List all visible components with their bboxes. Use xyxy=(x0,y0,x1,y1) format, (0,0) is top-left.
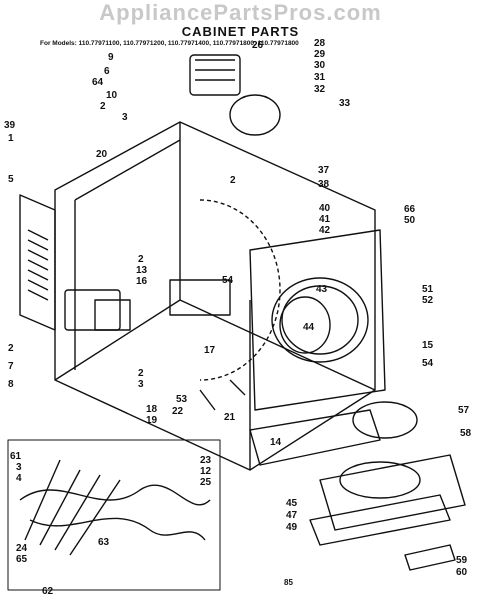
watermark: AppliancePartsPros.com xyxy=(99,0,382,25)
callout-label: 16 xyxy=(136,276,148,287)
callout-label: 30 xyxy=(314,60,326,71)
callout-label: 54 xyxy=(222,275,234,286)
callout-label: 15 xyxy=(422,340,434,351)
callout-label: 2 xyxy=(230,175,236,186)
callout-label: 3 xyxy=(138,379,144,390)
callout-label: 17 xyxy=(204,345,216,356)
base-assembly xyxy=(309,454,466,571)
callout-label: 66 xyxy=(404,204,416,215)
toe-panel xyxy=(249,409,381,466)
callout-label: 14 xyxy=(270,437,282,448)
callout-labels: 9 6 64 26 28 29 30 31 32 33 10 2 3 39 1 … xyxy=(4,38,472,597)
internal-components xyxy=(64,279,246,411)
drum-outline xyxy=(199,199,281,381)
callout-label: 13 xyxy=(136,265,148,276)
callout-label: 1 xyxy=(8,133,14,144)
side-panel xyxy=(19,194,56,331)
callout-label: 12 xyxy=(200,466,212,477)
callout-label: 18 xyxy=(146,404,158,415)
callout-label: 5 xyxy=(8,174,14,185)
callout-label: 38 xyxy=(318,179,330,190)
callout-label: 4 xyxy=(16,473,22,484)
callout-label: 45 xyxy=(286,498,298,509)
front-panel xyxy=(249,229,386,411)
callout-label: 47 xyxy=(286,510,298,521)
callout-label: 62 xyxy=(42,586,54,597)
callout-label: 19 xyxy=(146,415,158,426)
callout-label: 6 xyxy=(104,66,110,77)
wiring-harness xyxy=(7,439,221,591)
callout-label: 37 xyxy=(318,165,330,176)
callout-label: 21 xyxy=(224,412,236,423)
cabinet-shell xyxy=(54,121,376,471)
callout-label: 32 xyxy=(314,84,326,95)
callout-label: 25 xyxy=(200,477,212,488)
callout-label: 7 xyxy=(8,361,14,372)
callout-label: 63 xyxy=(98,537,110,548)
callout-label: 8 xyxy=(8,379,14,390)
callout-label: 65 xyxy=(16,554,28,565)
diagram-title: CABINET PARTS xyxy=(181,24,300,39)
callout-label: 54 xyxy=(422,358,434,369)
callout-label: 29 xyxy=(314,49,326,60)
callout-label: 40 xyxy=(319,203,331,214)
callout-label: 28 xyxy=(314,38,326,49)
callout-label: 2 xyxy=(138,254,144,265)
callout-label: 64 xyxy=(92,77,104,88)
callout-label: 44 xyxy=(303,322,315,333)
callout-label: 42 xyxy=(319,225,331,236)
callout-label: 31 xyxy=(314,72,326,83)
callout-label: 2 xyxy=(8,343,14,354)
callout-label: 43 xyxy=(316,284,328,295)
callout-label: 58 xyxy=(460,428,472,439)
callout-label: 3 xyxy=(122,112,128,123)
callout-label: 2 xyxy=(100,101,106,112)
callout-label: 10 xyxy=(106,90,118,101)
callout-label: 57 xyxy=(458,405,470,416)
callout-label: 20 xyxy=(96,149,108,160)
drive-belt xyxy=(352,401,418,439)
callout-label: 51 xyxy=(422,284,434,295)
callout-label: 53 xyxy=(176,394,188,405)
callout-label: 39 xyxy=(4,120,16,131)
callout-label: 41 xyxy=(319,214,331,225)
callout-label: 50 xyxy=(404,215,416,226)
callout-label: 60 xyxy=(456,567,468,578)
callout-label: 24 xyxy=(16,543,28,554)
callout-label: 22 xyxy=(172,406,184,417)
motor-assembly xyxy=(189,54,281,136)
callout-label: 59 xyxy=(456,555,468,566)
callout-label: 23 xyxy=(200,455,212,466)
callout-label: 61 xyxy=(10,451,22,462)
page-number: 85 xyxy=(284,578,293,587)
model-list: For Models: 110.77971100, 110.77971200, … xyxy=(40,40,299,47)
callout-label: 49 xyxy=(286,522,298,533)
callout-label: 2 xyxy=(138,368,144,379)
callout-label: 52 xyxy=(422,295,434,306)
callout-label: 9 xyxy=(108,52,114,63)
callout-label: 33 xyxy=(339,98,351,109)
callout-label: 3 xyxy=(16,462,22,473)
callout-label: 26 xyxy=(252,40,264,51)
